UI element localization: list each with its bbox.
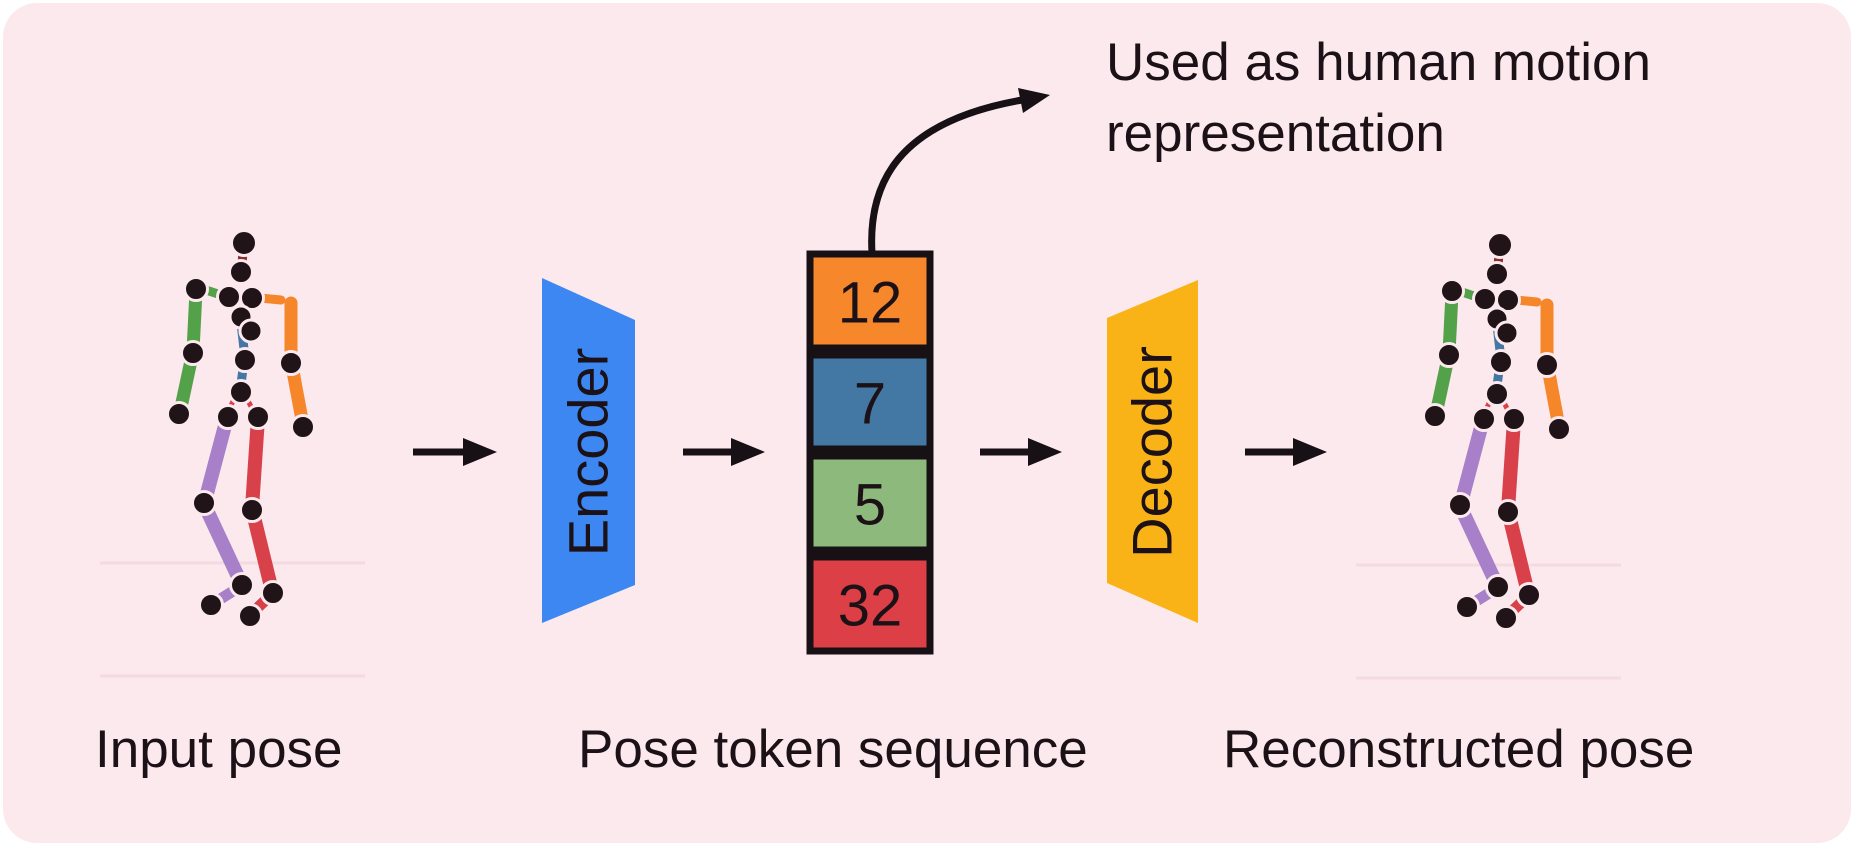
token-value-2: 7 [854,372,886,437]
caption-reconstructed-pose: Reconstructed pose [1223,720,1695,779]
token-box-3 [806,452,934,554]
annotation-line-1: Used as human motion [1106,33,1652,92]
token-box-4 [806,553,934,655]
token-stack: 12 7 5 32 [806,250,934,655]
decoder-block: Decoder [1107,280,1198,623]
token-box-2 [806,351,934,453]
token-value-1: 12 [838,271,903,336]
annotation-line-2: representation [1106,104,1445,163]
input-pose-skeleton [100,231,365,677]
flow-arrow-2 [683,438,765,466]
caption-pose-token-sequence: Pose token sequence [578,720,1088,779]
decoder-shape [1107,280,1198,623]
annotation-arrow [868,88,1050,254]
decoder-label: Decoder [1121,346,1184,558]
flow-arrow-4 [1245,438,1327,466]
encoder-shape [542,278,635,623]
annotation-text: Used as human motion representation [1106,27,1651,169]
encoder-block: Encoder [542,278,635,623]
reconstructed-pose-skeleton [1356,233,1621,679]
flow-arrow-1 [413,438,497,466]
token-box-1 [806,250,934,352]
flow-arrow-3 [980,438,1062,466]
token-value-3: 5 [854,473,886,538]
encoder-label: Encoder [557,348,620,557]
caption-input-pose: Input pose [95,720,343,779]
token-value-4: 32 [838,574,903,639]
